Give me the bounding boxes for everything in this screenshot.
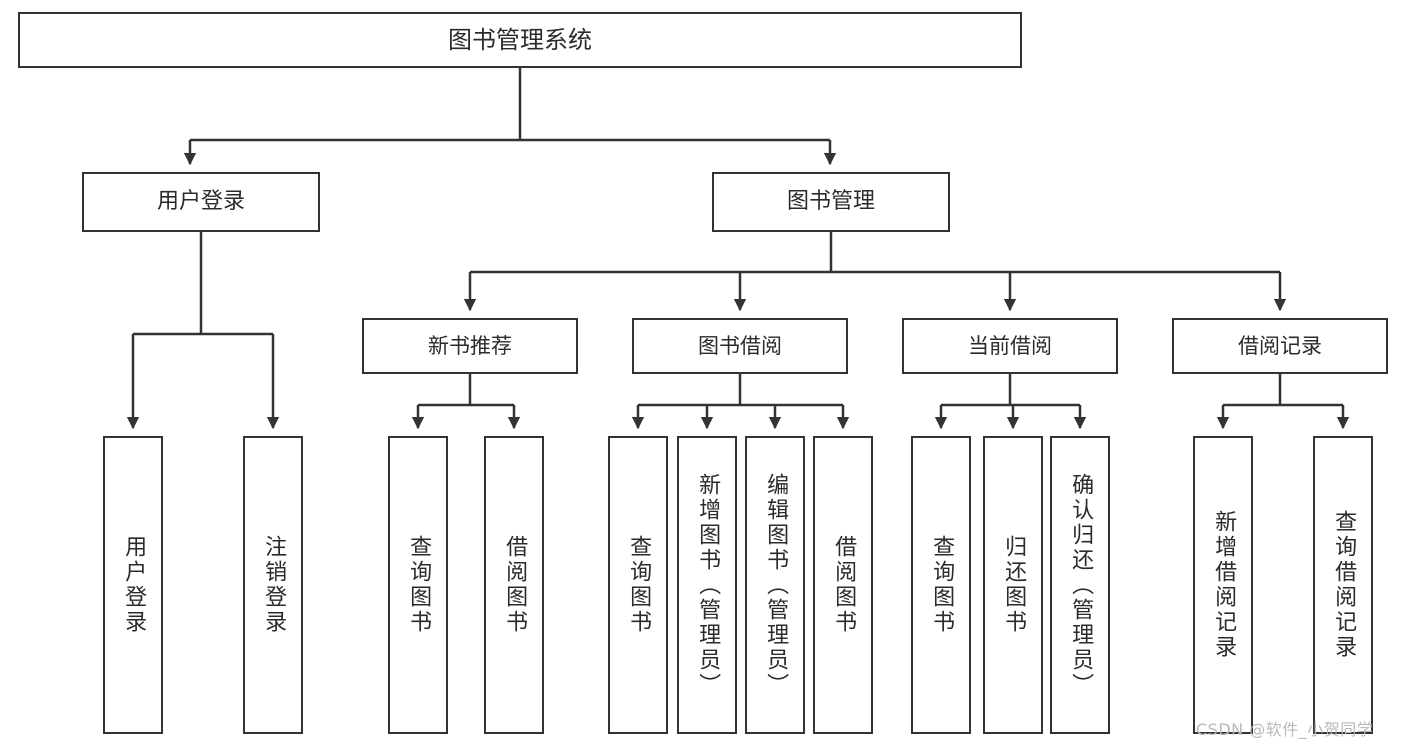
node-book-management[interactable]: 图书管理 xyxy=(712,172,950,232)
node-user-login-label: 用户登录 xyxy=(156,189,245,215)
watermark: CSDN @软件_小贺同学 xyxy=(1196,720,1374,739)
leaf-node[interactable]: 查询借阅记录 xyxy=(1313,436,1373,734)
leaf-node-label: 查询图书 xyxy=(626,535,652,635)
node-book-borrow-label: 图书借阅 xyxy=(698,333,782,358)
node-current-borrow[interactable]: 当前借阅 xyxy=(902,318,1118,374)
node-root[interactable]: 图书管理系统 xyxy=(18,12,1022,68)
leaf-node[interactable]: 借阅图书 xyxy=(813,436,873,734)
leaf-node[interactable]: 编辑图书（管理员） xyxy=(745,436,805,734)
leaf-node-label: 用户登录 xyxy=(121,535,147,635)
leaf-node[interactable]: 查询图书 xyxy=(911,436,971,734)
leaf-node[interactable]: 确认归还（管理员） xyxy=(1050,436,1110,734)
leaf-node-label: 借阅图书 xyxy=(502,535,528,635)
leaf-node-label: 归还图书 xyxy=(1001,535,1027,635)
leaf-node[interactable]: 查询图书 xyxy=(388,436,448,734)
leaf-node[interactable]: 新增借阅记录 xyxy=(1193,436,1253,734)
leaf-node[interactable]: 查询图书 xyxy=(608,436,668,734)
node-borrow-records-label: 借阅记录 xyxy=(1238,333,1322,358)
leaf-node-label: 注销登录 xyxy=(261,535,287,635)
node-new-book-recommend[interactable]: 新书推荐 xyxy=(362,318,578,374)
node-new-book-recommend-label: 新书推荐 xyxy=(428,333,512,358)
leaf-node-label: 查询借阅记录 xyxy=(1331,510,1357,660)
node-user-login[interactable]: 用户登录 xyxy=(82,172,320,232)
node-borrow-records[interactable]: 借阅记录 xyxy=(1172,318,1388,374)
leaf-node[interactable]: 用户登录 xyxy=(103,436,163,734)
leaf-node-label: 确认归还（管理员） xyxy=(1068,472,1094,698)
leaf-node-label: 借阅图书 xyxy=(831,535,857,635)
leaf-node-label: 编辑图书（管理员） xyxy=(763,472,789,698)
leaf-node[interactable]: 新增图书（管理员） xyxy=(677,436,737,734)
leaf-node[interactable]: 注销登录 xyxy=(243,436,303,734)
leaf-node-label: 新增借阅记录 xyxy=(1211,510,1237,660)
leaf-node-label: 查询图书 xyxy=(929,535,955,635)
node-book-management-label: 图书管理 xyxy=(786,189,875,215)
node-root-label: 图书管理系统 xyxy=(448,25,592,54)
node-current-borrow-label: 当前借阅 xyxy=(968,333,1052,358)
node-book-borrow[interactable]: 图书借阅 xyxy=(632,318,848,374)
leaf-node[interactable]: 借阅图书 xyxy=(484,436,544,734)
leaf-node-label: 查询图书 xyxy=(406,535,432,635)
leaf-node-label: 新增图书（管理员） xyxy=(695,472,721,698)
leaf-node[interactable]: 归还图书 xyxy=(983,436,1043,734)
